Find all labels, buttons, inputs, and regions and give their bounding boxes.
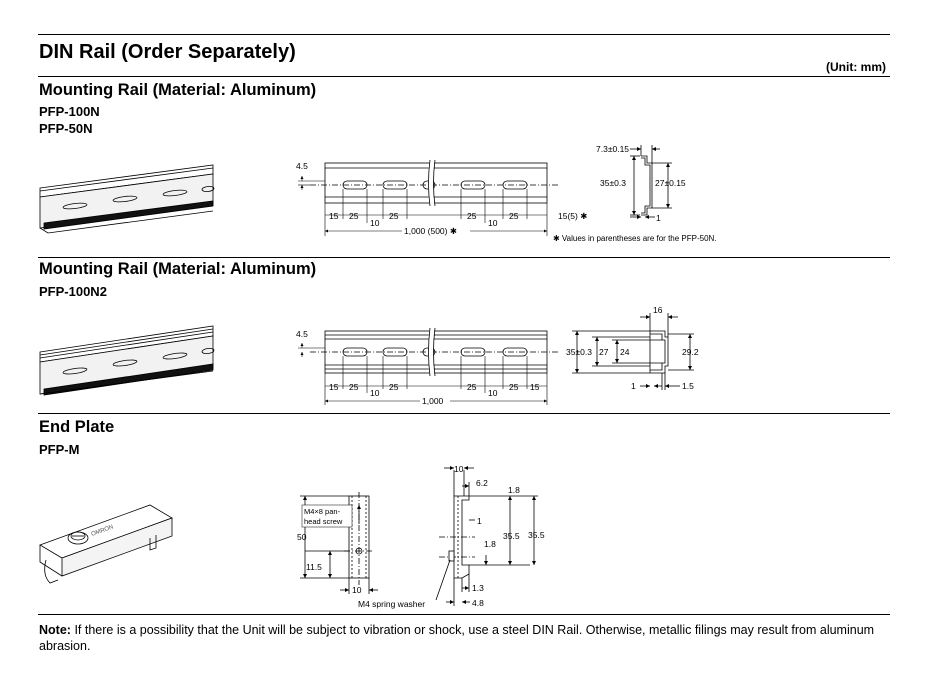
svg-text:11.5: 11.5 [306, 562, 322, 572]
svg-text:1.8: 1.8 [484, 539, 496, 549]
rail-illustration-2 [39, 325, 215, 396]
svg-text:1.5: 1.5 [682, 381, 694, 391]
svg-text:25: 25 [389, 211, 399, 221]
page-title: DIN Rail (Order Separately) [39, 41, 296, 63]
section1-model-1: PFP-100N [39, 104, 100, 119]
svg-text:10: 10 [488, 218, 498, 228]
rail-front-view-2 [310, 327, 560, 377]
svg-text:10: 10 [488, 388, 498, 398]
svg-text:15: 15 [329, 211, 339, 221]
svg-text:25: 25 [509, 382, 519, 392]
rail-front-dim-labels-1: 4.5 15 25 10 25 25 10 25 15(5) ✱ 1,000 (… [296, 161, 717, 243]
end-plate-front-view [300, 492, 378, 594]
svg-text:1.8: 1.8 [508, 485, 520, 495]
end-plate-side-view [435, 466, 538, 606]
end-plate-side-dim-labels: 10 6.2 1.8 1 1.8 35.5 35.5 1.3 4.8 [454, 464, 545, 608]
svg-text:1: 1 [656, 213, 661, 223]
svg-text:6.2: 6.2 [476, 478, 488, 488]
svg-text:27±0.15: 27±0.15 [655, 178, 686, 188]
svg-text:15: 15 [329, 382, 339, 392]
section3-heading: End Plate [39, 418, 115, 436]
svg-text:4.8: 4.8 [472, 598, 484, 608]
svg-text:25: 25 [467, 382, 477, 392]
svg-text:25: 25 [349, 382, 359, 392]
svg-text:25: 25 [349, 211, 359, 221]
svg-text:25: 25 [467, 211, 477, 221]
svg-text:29.2: 29.2 [682, 347, 699, 357]
rail-illustration-1 [39, 164, 215, 234]
svg-text:1,000: 1,000 [422, 396, 444, 406]
svg-text:1,000 (500) ✱: 1,000 (500) ✱ [404, 226, 457, 236]
svg-text:7.3±0.15: 7.3±0.15 [596, 144, 629, 154]
section3-model-1: PFP-M [39, 442, 80, 457]
section-rule-1 [38, 257, 890, 258]
svg-text:25: 25 [509, 211, 519, 221]
rail-front-view-1 [310, 159, 560, 207]
svg-text:10: 10 [370, 218, 380, 228]
section-rule-3 [38, 614, 890, 615]
rail-profile-dim-labels-1: 7.3±0.15 35±0.3 27±0.15 1 [596, 144, 686, 223]
svg-text:25: 25 [389, 382, 399, 392]
svg-text:10: 10 [370, 388, 380, 398]
end-plate-front-dim-labels: M4×8 pan- head screw 50 11.5 10 M4 sprin… [297, 507, 425, 609]
top-rule [38, 34, 890, 35]
svg-text:15: 15 [530, 382, 540, 392]
svg-text:27: 27 [599, 347, 609, 357]
unit-label: (Unit: mm) [826, 60, 886, 74]
rail-profile-view-2 [572, 313, 694, 390]
svg-text:24: 24 [620, 347, 630, 357]
rail-profile-view-1 [630, 145, 672, 219]
svg-text:35±0.3: 35±0.3 [600, 178, 626, 188]
rail-profile-dim-labels-2: 16 35±0.3 27 24 29.2 1 1.5 [566, 305, 699, 391]
svg-text:16: 16 [653, 305, 663, 315]
svg-text:4.5: 4.5 [296, 329, 308, 339]
svg-text:35.5: 35.5 [528, 530, 545, 540]
svg-text:50: 50 [297, 532, 307, 542]
svg-text:10: 10 [454, 464, 464, 474]
section1-model-2: PFP-50N [39, 121, 93, 136]
svg-text:head screw: head screw [304, 517, 343, 526]
svg-text:✱ Values in parentheses are fo: ✱ Values in parentheses are for the PFP-… [553, 234, 717, 243]
end-plate-illustration: OMRON [39, 504, 173, 584]
svg-text:1: 1 [631, 381, 636, 391]
section-rule-2 [38, 413, 890, 414]
header-rule [38, 76, 890, 77]
svg-text:M4×8 pan-: M4×8 pan- [304, 507, 341, 516]
svg-text:15(5) ✱: 15(5) ✱ [558, 211, 587, 221]
svg-text:4.5: 4.5 [296, 161, 308, 171]
section1-heading: Mounting Rail (Material: Aluminum) [39, 81, 317, 99]
svg-text:35±0.3: 35±0.3 [566, 347, 592, 357]
section2-model-1: PFP-100N2 [39, 284, 107, 299]
note-text: If there is a possibility that the Unit … [39, 623, 875, 653]
rail-front-dim-labels-2: 4.5 15 25 10 25 25 10 25 15 1,000 [296, 329, 540, 406]
svg-text:35.5: 35.5 [503, 531, 520, 541]
svg-text:M4 spring washer: M4 spring washer [358, 599, 425, 609]
svg-text:1.3: 1.3 [472, 583, 484, 593]
svg-text:10: 10 [352, 585, 362, 595]
section2-heading: Mounting Rail (Material: Aluminum) [39, 260, 317, 278]
note: Note: If there is a possibility that the… [39, 622, 889, 654]
svg-text:1: 1 [477, 516, 482, 526]
note-label: Note: [39, 623, 71, 637]
